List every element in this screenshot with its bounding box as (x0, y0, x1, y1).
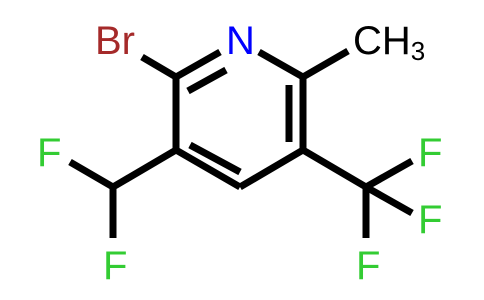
atom-fluorine-chf2-lower: F (103, 244, 127, 288)
bond-c6-n (257, 48, 305, 81)
bond-n-c2-inner (186, 66, 228, 95)
atom-methyl: CH3 (353, 19, 425, 66)
bond-c3-c4-inner (188, 141, 242, 176)
bond-n-c2 (174, 48, 222, 81)
bond-c3-chf2 (111, 146, 178, 191)
bond-cf3-f-right (364, 183, 414, 217)
methyl-label: CH (353, 19, 411, 63)
atom-fluorine-cf3-right: F (418, 198, 442, 242)
methyl-subscript: 3 (411, 36, 425, 66)
atom-fluorine-cf3-bottom: F (356, 244, 380, 288)
bond-c2-br (140, 53, 178, 81)
atom-nitrogen: N (226, 19, 255, 63)
atom-fluorine-chf2-upper: F (37, 131, 61, 175)
bond-c6-methyl (301, 47, 350, 81)
bond-chf2-f-upper (68, 158, 115, 191)
atom-bromine: Br (95, 19, 135, 63)
bond-cf3-f-top (364, 157, 414, 191)
bond-c3-c4 (174, 146, 242, 191)
bond-c5-cf3 (301, 146, 368, 191)
bond-c4-c5 (238, 146, 305, 191)
atom-fluorine-cf3-top: F (418, 131, 442, 175)
